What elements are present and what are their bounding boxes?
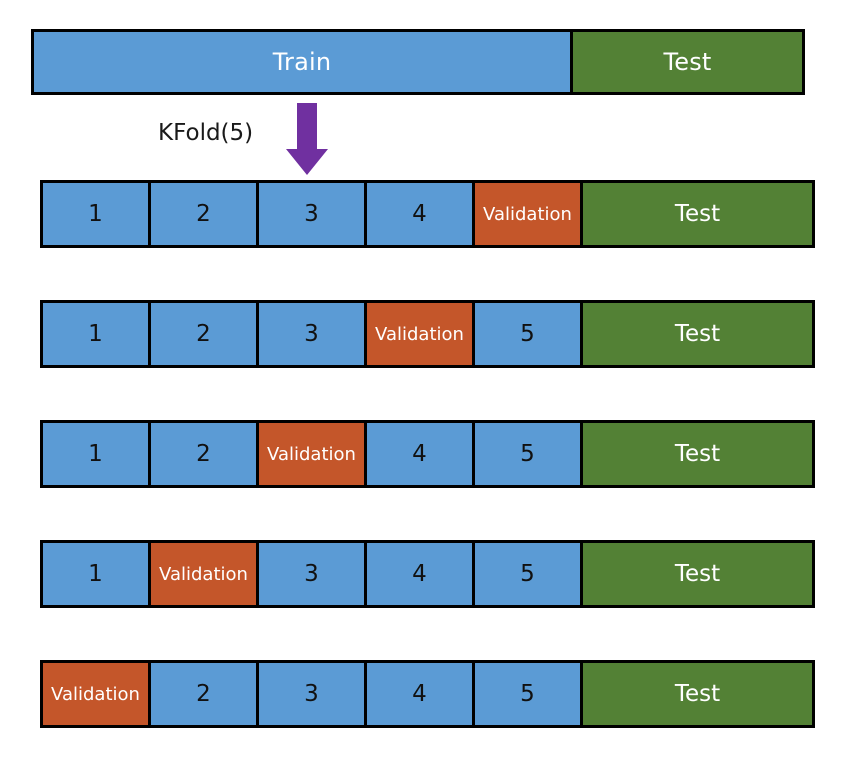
- test-cell: Test: [583, 183, 812, 245]
- validation-cell: Validation: [151, 543, 259, 605]
- test-cell: Test: [583, 663, 812, 725]
- fold-cell: 3: [259, 183, 367, 245]
- fold-cell: 3: [259, 543, 367, 605]
- fold-cell: 3: [259, 303, 367, 365]
- fold-cell: 5: [475, 543, 583, 605]
- kfold-annotation-label: KFold(5): [158, 120, 254, 146]
- validation-cell: Validation: [43, 663, 151, 725]
- fold-cell: 1: [43, 183, 151, 245]
- fold-cell: 5: [475, 423, 583, 485]
- train-block: Train: [34, 32, 573, 92]
- fold-cell: 4: [367, 423, 475, 485]
- fold-cell: 5: [475, 303, 583, 365]
- fold-cell: 4: [367, 183, 475, 245]
- test-cell: Test: [583, 303, 812, 365]
- fold-cell: 1: [43, 423, 151, 485]
- fold-cell: 2: [151, 663, 259, 725]
- fold-cell: 2: [151, 423, 259, 485]
- fold-cell: 3: [259, 663, 367, 725]
- test-cell: Test: [583, 423, 812, 485]
- test-block: Test: [573, 32, 802, 92]
- train-label: Train: [272, 48, 332, 76]
- down-arrow-icon: [286, 103, 328, 175]
- fold-cell: 4: [367, 663, 475, 725]
- train-test-split-bar: Train Test: [31, 29, 805, 95]
- test-cell: Test: [583, 543, 812, 605]
- fold-cell: 4: [367, 543, 475, 605]
- fold-cell: 1: [43, 543, 151, 605]
- fold-cell: 1: [43, 303, 151, 365]
- fold-cell: 2: [151, 303, 259, 365]
- fold-cell: 2: [151, 183, 259, 245]
- validation-cell: Validation: [475, 183, 583, 245]
- test-label: Test: [663, 48, 712, 76]
- validation-cell: Validation: [259, 423, 367, 485]
- validation-cell: Validation: [367, 303, 475, 365]
- fold-cell: 5: [475, 663, 583, 725]
